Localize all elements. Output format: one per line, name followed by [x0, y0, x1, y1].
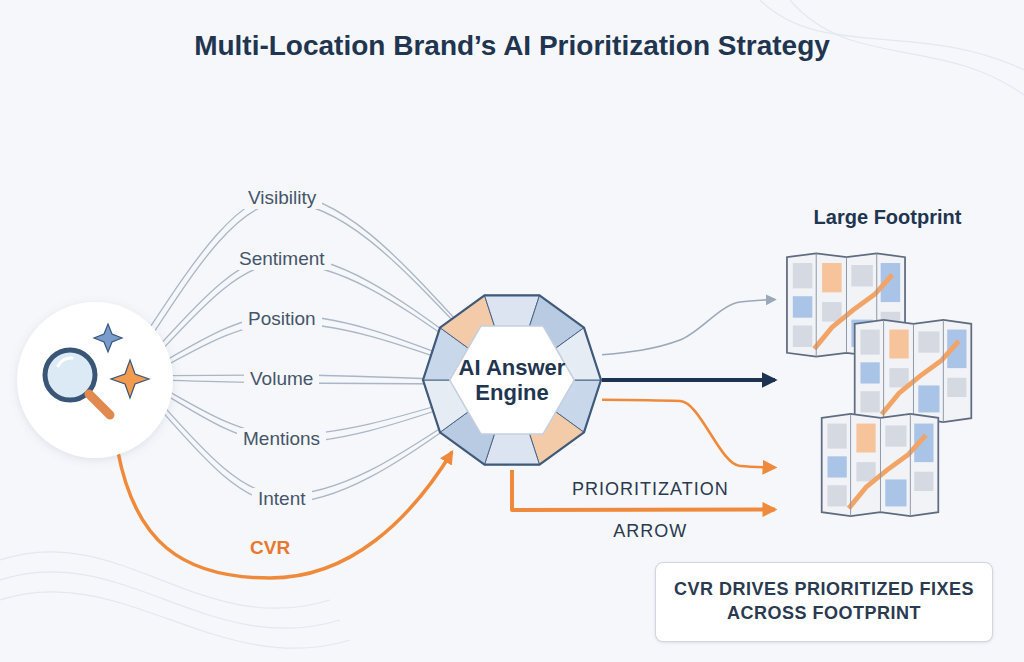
signal-line: [168, 396, 456, 443]
diagram-title: Multi-Location Brand’s AI Prioritization…: [0, 30, 1024, 62]
signal-lines: [150, 194, 456, 503]
cvr-label: CVR: [244, 537, 296, 559]
map-icon: [855, 320, 972, 422]
signal-line: [163, 412, 456, 503]
signal-line: [170, 375, 456, 380]
icon-circle: [17, 302, 173, 458]
lens-glint: [58, 358, 72, 366]
flow-arrow: [602, 300, 775, 355]
signal-line: [163, 263, 456, 348]
sparkle: [111, 360, 149, 398]
map-group: Large Footprint: [775, 198, 1000, 548]
cvr-flow-line: [118, 452, 452, 578]
flow-arrow: [602, 400, 775, 468]
signal-line: [167, 315, 456, 360]
flow-arrow: [602, 378, 775, 382]
gem-face: [450, 326, 575, 434]
sparkle: [94, 324, 122, 352]
signal-label: Volume: [244, 368, 319, 390]
signal-line: [170, 380, 456, 384]
signal-label: Position: [242, 308, 322, 330]
location-maps: [787, 253, 971, 516]
group-heading: Large Footprint: [775, 206, 1000, 229]
flow-arrow: [512, 470, 775, 510]
signal-label: Visibility: [242, 187, 322, 209]
signal-line: [161, 255, 456, 344]
node-text: AI Answer Engine: [456, 355, 568, 406]
map-icon: [822, 414, 939, 516]
gem-border: [423, 295, 601, 464]
signal-label: Intent: [252, 488, 312, 510]
magnifier-handle: [89, 394, 110, 415]
callout-box: CVR DRIVES PRIORITIZED FIXES ACROSS FOOT…: [655, 562, 993, 642]
signal-line: [168, 323, 456, 364]
signal-label: Sentiment: [233, 248, 331, 270]
node-text: CVR DRIVES PRIORITIZED FIXES ACROSS FOOT…: [672, 577, 976, 626]
signal-line: [169, 392, 456, 435]
signal-label: Mentions: [237, 428, 326, 450]
background-wave: [0, 592, 350, 649]
edge-label: PRIORITIZATION ARROW: [572, 468, 729, 552]
search-icon: [17, 302, 173, 458]
engine-gem: AI Answer Engine: [422, 290, 602, 470]
background-waves: [0, 0, 1024, 648]
